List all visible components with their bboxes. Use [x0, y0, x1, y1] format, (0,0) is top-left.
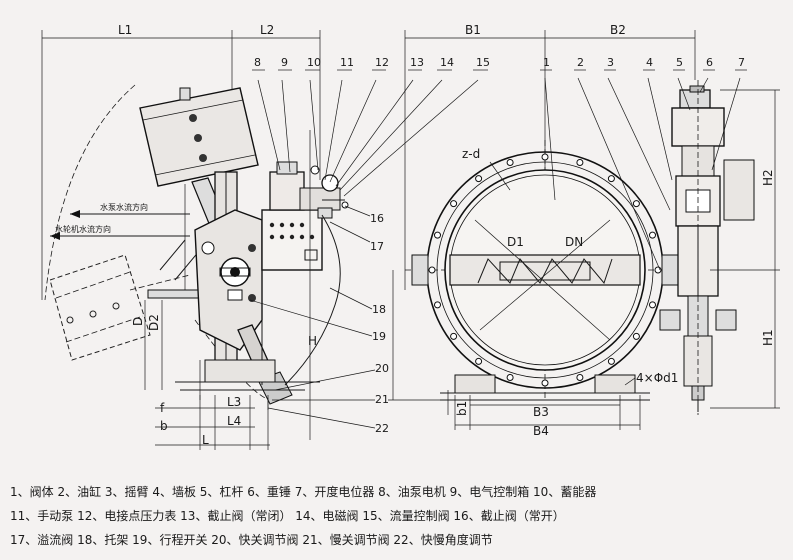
callout-11: 11 — [340, 56, 354, 69]
bolt-hole — [475, 175, 483, 183]
callout-21: 21 — [375, 393, 389, 406]
leaders-top-left — [249, 69, 488, 429]
bolt-hole — [654, 266, 662, 274]
legend-line-1: 1、阀体 2、油缸 3、摇臂 4、墙板 5、杠杆 6、重锤 7、开度电位器 8、… — [10, 485, 597, 499]
dim-D: D — [131, 317, 145, 326]
bolt-hole — [434, 301, 441, 309]
side-view: 水泵水流方向 水轮机水流方向 — [44, 56, 490, 450]
callout-19: 19 — [372, 330, 386, 343]
legend-line-3: 17、溢流阀 18、托架 19、行程开关 20、快关调节阀 21、慢关调节阀 2… — [10, 533, 493, 547]
flow-arrows: 水泵水流方向 水轮机水流方向 — [50, 202, 190, 240]
callout-2: 2 — [577, 56, 584, 69]
dim-D2: D2 — [147, 314, 161, 331]
callout-4: 4 — [646, 56, 653, 69]
callout-22: 22 — [375, 422, 389, 435]
actuator-view: 1 2 3 4 5 6 7 H2 H1 — [540, 56, 780, 415]
callout-18: 18 — [372, 303, 386, 316]
bolt-hole — [576, 374, 584, 381]
callout-9: 9 — [281, 56, 288, 69]
bolt-hole — [450, 200, 458, 208]
callout-1: 1 — [543, 56, 550, 69]
bolt-hole — [649, 301, 656, 309]
bolt-hole — [607, 175, 615, 183]
bolt-hole — [541, 379, 549, 387]
bolt-hole — [434, 231, 441, 239]
side-vertical-dims: D D2 H — [131, 130, 317, 440]
bolt-hole — [428, 266, 436, 274]
control-box — [261, 209, 323, 271]
bolt-hole — [607, 357, 615, 365]
bolt-hole — [541, 153, 549, 161]
bolt-hole — [576, 159, 584, 166]
dim-B4: B4 — [533, 424, 549, 438]
valve-drawing: L1 L2 B1 B2 — [41, 23, 780, 450]
dim-L1: L1 — [118, 23, 132, 37]
callout-7: 7 — [738, 56, 745, 69]
dim-B2: B2 — [610, 23, 626, 37]
bolt-hole — [475, 357, 483, 365]
turbine-flow-label: 水轮机水流方向 — [55, 224, 111, 234]
side-bottom-dims: f b L3 L4 L — [155, 395, 270, 450]
bolt-hole — [450, 332, 458, 340]
front-feet — [440, 374, 650, 401]
callout-16: 16 — [370, 212, 384, 225]
bolt-hole — [649, 231, 656, 239]
dim-zd: z-d — [462, 147, 480, 161]
pump-motor — [269, 161, 349, 219]
dim-L3: L3 — [227, 395, 241, 409]
base-side — [175, 359, 320, 400]
dim-L2: L2 — [260, 23, 274, 37]
callout-10: 10 — [307, 56, 321, 69]
callout-13: 13 — [410, 56, 424, 69]
dim-bolt: 4×Φd1 — [636, 371, 678, 385]
callout-8: 8 — [254, 56, 261, 69]
callout-3: 3 — [607, 56, 614, 69]
counterweight-lower — [49, 254, 191, 361]
dim-L: L — [202, 433, 209, 447]
bolt-hole — [632, 200, 640, 208]
callout-12: 12 — [375, 56, 389, 69]
bolt-hole — [506, 374, 514, 381]
legend-line-2: 11、手动泵 12、电接点压力表 13、截止阀（常闭） 14、电磁阀 15、流量… — [10, 509, 565, 523]
dim-b: b — [160, 419, 168, 433]
callout-14: 14 — [440, 56, 454, 69]
front-view: D1 DN z-d B3 B4 b1 4×Φd1 — [388, 140, 690, 438]
pump-flow-label: 水泵水流方向 — [100, 202, 148, 212]
parts-legend: 1、阀体 2、油缸 3、摇臂 4、墙板 5、杠杆 6、重锤 7、开度电位器 8、… — [10, 480, 785, 552]
bolt-holes — [428, 153, 662, 387]
callout-20: 20 — [375, 362, 389, 375]
callout-6: 6 — [706, 56, 713, 69]
dim-f: f — [160, 401, 165, 415]
dim-H1: H1 — [761, 329, 775, 346]
dim-H: H — [308, 334, 317, 348]
dim-L4: L4 — [227, 414, 241, 428]
callout-15: 15 — [476, 56, 490, 69]
callout-5: 5 — [676, 56, 683, 69]
bolt-hole — [632, 332, 640, 340]
dim-b1: b1 — [455, 401, 469, 416]
top-dimensions: L1 L2 B1 B2 — [41, 23, 696, 300]
dim-D1: D1 — [507, 235, 524, 249]
bolt-hole — [506, 159, 514, 166]
drawing-canvas: L1 L2 B1 B2 — [41, 23, 780, 450]
dim-B1: B1 — [465, 23, 481, 37]
butterfly-disc — [449, 254, 641, 286]
dim-H2: H2 — [761, 169, 775, 186]
dim-DN: DN — [565, 235, 583, 249]
callout-17: 17 — [370, 240, 384, 253]
mechanism-plate — [194, 209, 263, 351]
dim-B3: B3 — [533, 405, 549, 419]
counterweight-upper — [139, 87, 259, 187]
